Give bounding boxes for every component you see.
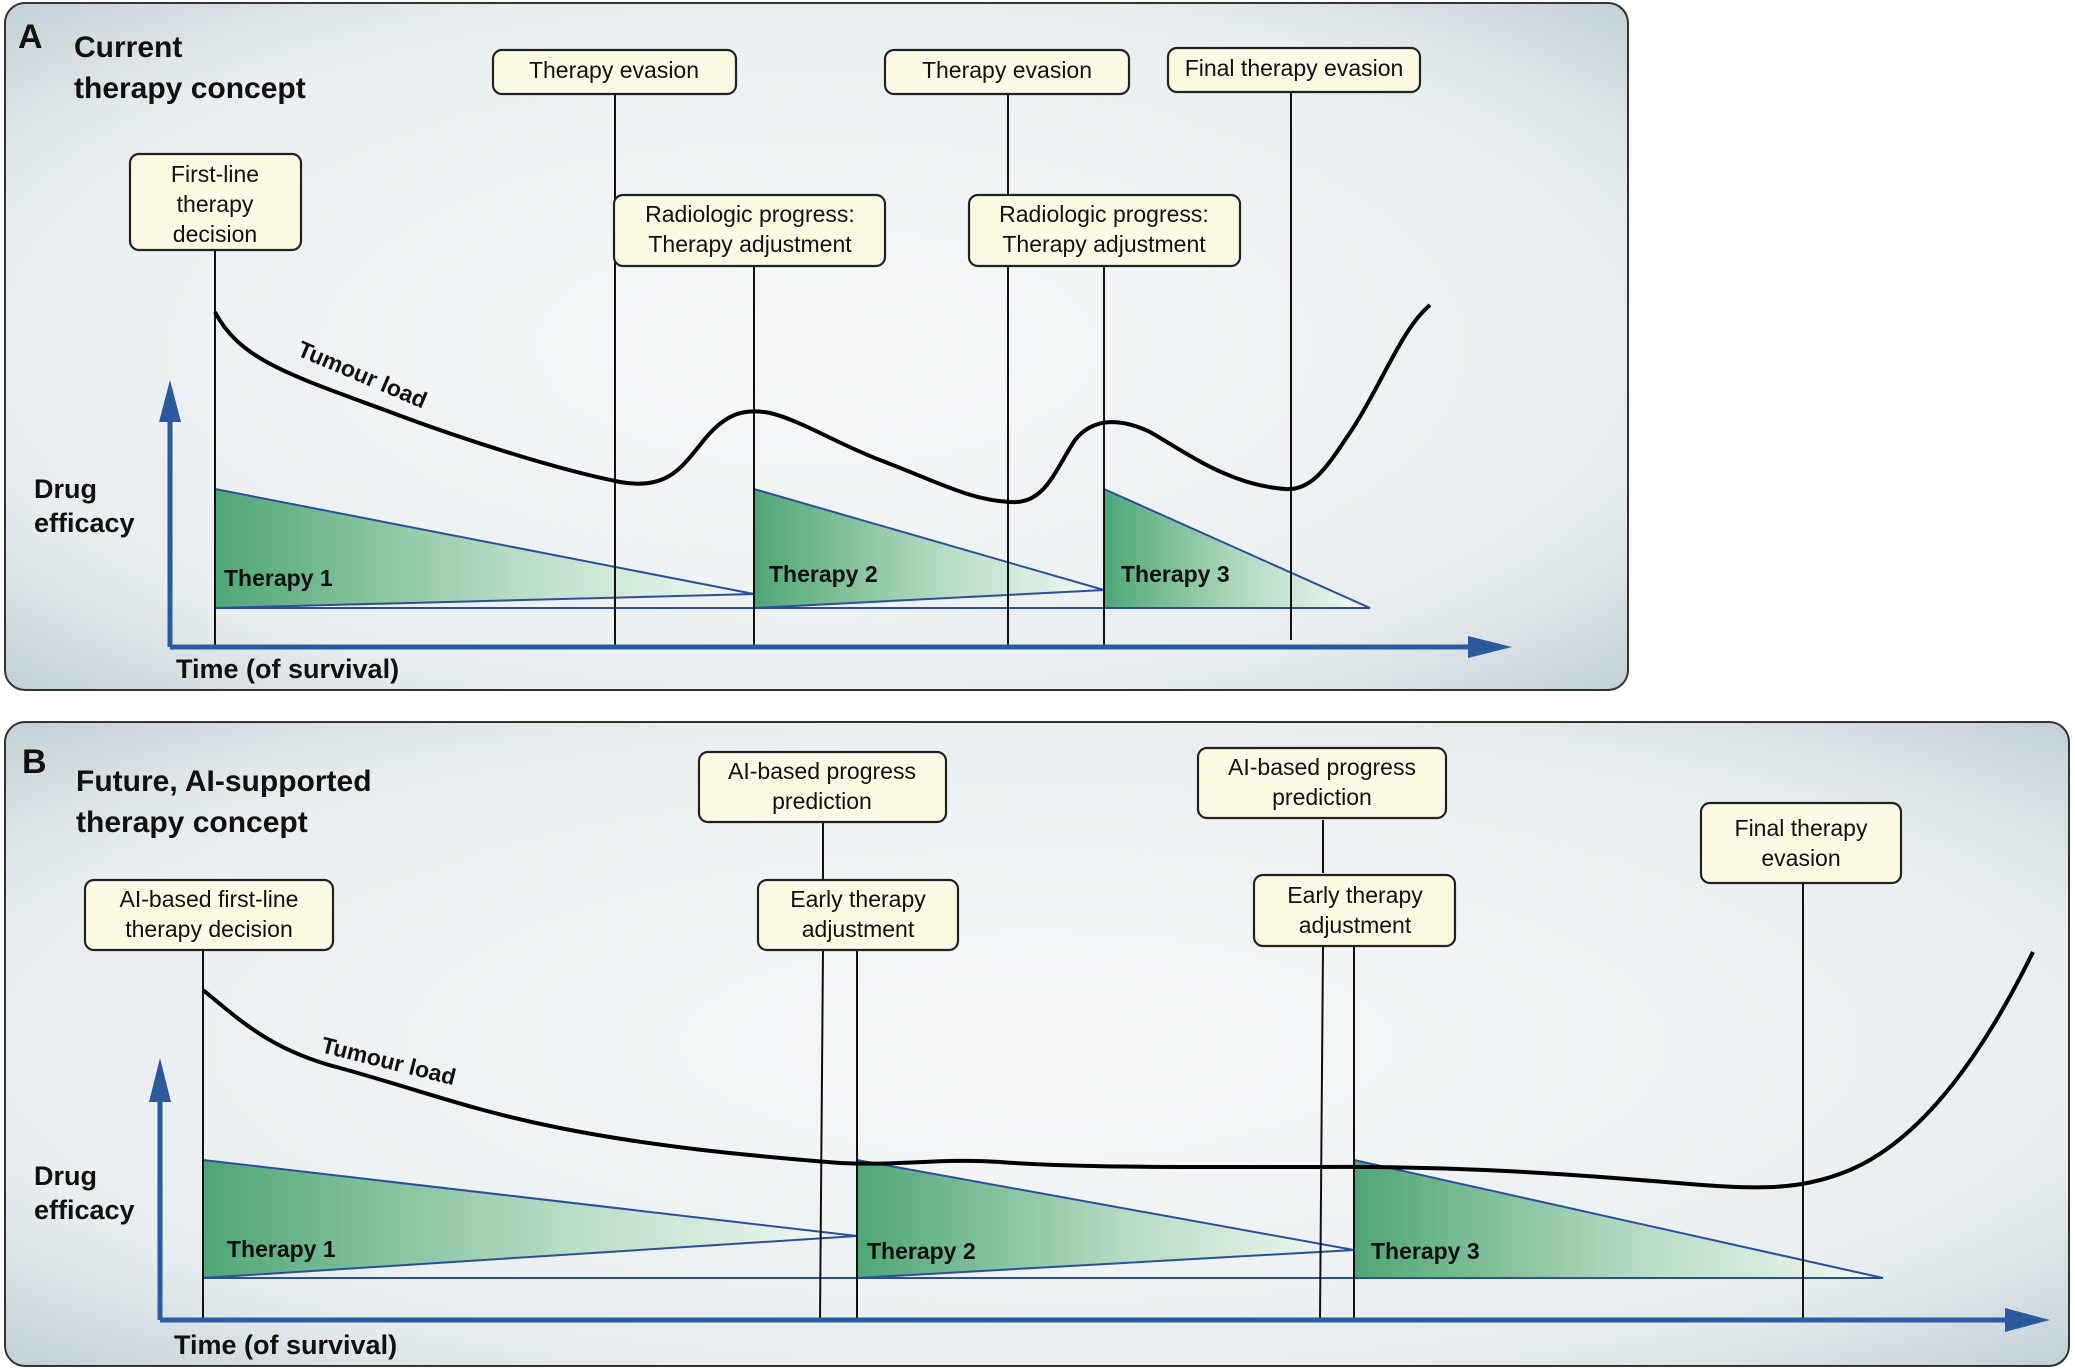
final-therapy-evasion-box-b: Final therapy evasion [1699, 801, 1903, 885]
tumour-load-curve [213, 303, 1432, 505]
therapy-1-label-b: Therapy 1 [227, 1236, 336, 1262]
ai-progress-prediction-box-1: AI-based progress prediction [697, 750, 948, 824]
panel-a-title-line1: Current [74, 31, 182, 64]
panel-b-title-line1: Future, AI-supported [76, 765, 372, 798]
x-axis-arrow-b [2005, 1308, 2050, 1332]
svg-text:AI-based progress: AI-based progress [728, 758, 916, 784]
y-axis-label-b-line1: Drug [34, 1161, 97, 1191]
svg-text:AI-based progress: AI-based progress [1228, 754, 1416, 780]
y-axis-label-line1: Drug [34, 474, 97, 504]
radiologic-progress-box-1: Radiologic progress: Therapy adjustment [612, 193, 887, 268]
panel-a-title-line2: therapy concept [74, 72, 306, 105]
svg-text:prediction: prediction [772, 788, 872, 814]
x-axis-label-b: Time (of survival) [174, 1330, 397, 1360]
ai-progress-prediction-box-2: AI-based progress prediction [1196, 746, 1448, 820]
panel-a-background [4, 2, 1629, 691]
svg-text:adjustment: adjustment [802, 916, 915, 942]
svg-text:Therapy adjustment: Therapy adjustment [1002, 231, 1206, 257]
svg-text:Final therapy evasion: Final therapy evasion [1185, 55, 1404, 81]
svg-text:First-line: First-line [171, 161, 259, 187]
svg-text:Radiologic progress:: Radiologic progress: [645, 201, 855, 227]
svg-text:decision: decision [173, 221, 257, 247]
panel-b-letter: B [22, 743, 47, 781]
tumour-load-curve-b [201, 951, 2035, 1190]
panel-a: A Current therapy concept Therapy 1 Ther… [4, 2, 1629, 691]
svg-text:Radiologic progress:: Radiologic progress: [999, 201, 1209, 227]
svg-text:therapy decision: therapy decision [125, 916, 293, 942]
svg-text:Early therapy: Early therapy [1287, 882, 1423, 908]
svg-text:prediction: prediction [1272, 784, 1372, 810]
svg-text:evasion: evasion [1761, 845, 1840, 871]
radiologic-progress-box-2: Radiologic progress: Therapy adjustment [967, 193, 1242, 268]
svg-text:Therapy evasion: Therapy evasion [529, 57, 699, 83]
svg-text:Therapy adjustment: Therapy adjustment [648, 231, 852, 257]
y-axis-arrow-b [149, 1058, 171, 1102]
svg-text:AI-based first-line: AI-based first-line [120, 886, 299, 912]
panel-b: B Future, AI-supported therapy concept T… [4, 721, 2070, 1367]
svg-text:Final therapy: Final therapy [1735, 815, 1868, 841]
therapy-1-label: Therapy 1 [224, 565, 333, 591]
svg-text:adjustment: adjustment [1299, 912, 1412, 938]
svg-text:therapy: therapy [177, 191, 254, 217]
panel-b-title-line2: therapy concept [76, 806, 308, 839]
y-axis-label-b-line2: efficacy [34, 1195, 135, 1225]
therapy-evasion-box-2: Therapy evasion [883, 48, 1131, 96]
therapy-2-label: Therapy 2 [769, 561, 878, 587]
final-therapy-evasion-box: Final therapy evasion [1166, 46, 1422, 94]
first-line-therapy-decision-box: First-line therapy decision [128, 152, 303, 252]
prediction-2-marker [1319, 945, 1324, 1321]
x-axis-arrow [1468, 636, 1512, 658]
therapy-evasion-box-1: Therapy evasion [491, 48, 738, 96]
svg-text:Therapy evasion: Therapy evasion [922, 57, 1092, 83]
prediction-1-marker [819, 949, 824, 1321]
therapy-2-label-b: Therapy 2 [867, 1238, 976, 1264]
therapy-3-label-b: Therapy 3 [1371, 1238, 1480, 1264]
svg-text:Early therapy: Early therapy [790, 886, 926, 912]
ai-first-line-decision-box: AI-based first-line therapy decision [83, 878, 335, 952]
x-axis-label: Time (of survival) [176, 654, 399, 684]
early-therapy-adjustment-box-2: Early therapy adjustment [1252, 873, 1457, 948]
therapy-3-label: Therapy 3 [1121, 561, 1230, 587]
y-axis-arrow [159, 380, 181, 422]
y-axis-label-line2: efficacy [34, 508, 135, 538]
panel-a-letter: A [18, 18, 43, 56]
early-therapy-adjustment-box-1: Early therapy adjustment [756, 878, 960, 952]
